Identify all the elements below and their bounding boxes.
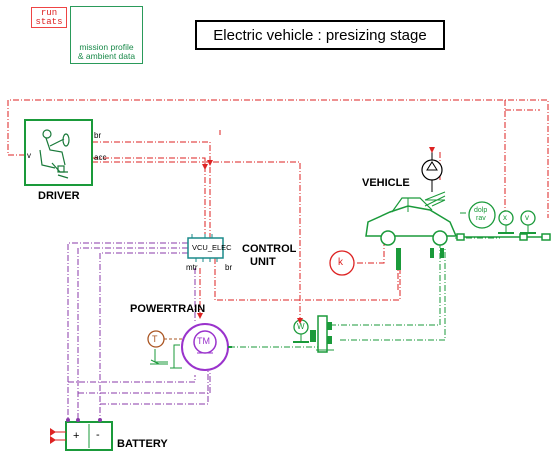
traction-motor-block[interactable] (170, 323, 232, 371)
battery-block[interactable] (50, 418, 113, 451)
diagram-title: Electric vehicle : presizing stage (195, 20, 445, 50)
vehicle-output-ports (456, 233, 551, 241)
battery-minus: - (96, 429, 100, 441)
mechanical-lines (229, 212, 500, 348)
wheel-sensor-label: W (297, 322, 305, 331)
motor-label: TM (197, 336, 210, 346)
run-stats-button[interactable]: run stats (31, 7, 67, 28)
gearbox-block[interactable] (310, 315, 334, 353)
position-sensor[interactable] (498, 210, 514, 234)
electric-lines (67, 242, 211, 420)
wheel-sensor-block[interactable] (293, 319, 309, 343)
driver-label: DRIVER (38, 190, 80, 202)
driver-v-port: v (27, 151, 31, 160)
temperature-source[interactable] (147, 330, 182, 365)
battery-label: BATTERY (117, 438, 168, 450)
constant-k-block[interactable] (329, 250, 355, 276)
mission-line2: & ambient data (77, 51, 136, 61)
junction-markers (197, 147, 435, 324)
driver-acc-port: acc (94, 153, 107, 162)
mission-line1: mission profile (79, 42, 134, 52)
vcu-mtr-port: mtr (186, 263, 198, 272)
control-unit-block[interactable] (187, 234, 224, 262)
road-profile-sensor[interactable] (421, 150, 446, 201)
position-sensor-label: x (503, 213, 507, 222)
battery-plus: + (73, 430, 80, 442)
driver-block[interactable] (24, 119, 93, 186)
speed-sensor-label: v (525, 213, 529, 222)
vcu-name: VCU_ELEC (192, 243, 232, 252)
drive-cycle-source[interactable] (468, 201, 496, 229)
temperature-label: T (152, 334, 158, 344)
vehicle-label: VEHICLE (362, 177, 410, 189)
signal-lines (7, 99, 549, 320)
drive-cycle-label-1: dolp (474, 207, 488, 214)
powertrain-label: POWERTRAIN (130, 303, 206, 315)
constant-label: k (338, 257, 343, 268)
driver-figure-icon (39, 129, 70, 179)
vcu-br-port: br (225, 263, 233, 272)
stats-label: stats (35, 17, 63, 27)
vehicle-block[interactable] (365, 195, 458, 270)
drive-cycle-label-2: rav (476, 215, 486, 222)
mission-profile-block[interactable]: mission profile & ambient data (70, 6, 143, 64)
driver-br-port: br (94, 131, 102, 140)
control-unit-label-1: CONTROL (242, 243, 297, 255)
control-unit-label-2: UNIT (250, 256, 276, 268)
speed-sensor[interactable] (520, 210, 536, 234)
run-label: run (40, 8, 58, 18)
